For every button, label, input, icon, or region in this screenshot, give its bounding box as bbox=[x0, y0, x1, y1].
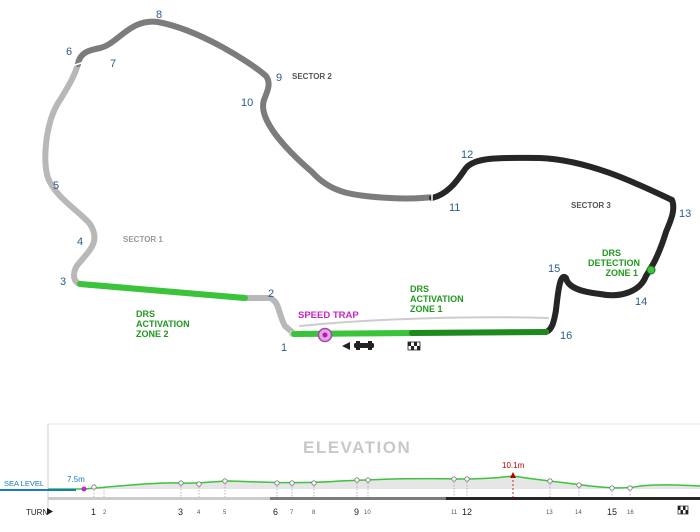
drs-zone-2-label: DRS ACTIVATION ZONE 2 bbox=[136, 309, 190, 339]
sector-1-label: SECTOR 1 bbox=[123, 235, 163, 244]
elevation-start-value: 7.5m bbox=[67, 475, 85, 484]
axis-turn-number: 2 bbox=[103, 510, 107, 516]
axis-turn-number: 16 bbox=[627, 510, 634, 516]
elevation-max-marker bbox=[510, 472, 516, 478]
drs-detection-label: DRS DETECTION ZONE 1 bbox=[588, 248, 640, 278]
sector-2-label: SECTOR 2 bbox=[292, 72, 332, 81]
axis-turn-number: 15 bbox=[607, 507, 617, 517]
drs-label-line: DRS bbox=[602, 248, 621, 258]
race-direction-icon bbox=[342, 341, 374, 350]
elevation-turn-dots bbox=[91, 476, 633, 491]
sea-level-label: SEA LEVEL bbox=[4, 479, 44, 488]
turn-label: 15 bbox=[548, 263, 560, 275]
turn-label: 5 bbox=[53, 180, 59, 192]
turn-label: 4 bbox=[77, 236, 83, 248]
speed-trap-label: SPEED TRAP bbox=[298, 310, 359, 321]
turn-axis-label: TURN bbox=[26, 508, 48, 517]
elevation-start-marker bbox=[81, 486, 87, 492]
axis-turn-number: 9 bbox=[354, 507, 359, 517]
axis-turn-number: 4 bbox=[197, 510, 201, 516]
axis-turn-number: 5 bbox=[223, 510, 227, 516]
drs-label-line: DRS bbox=[410, 284, 429, 294]
track bbox=[42, 18, 677, 337]
turn-label: 7 bbox=[110, 58, 116, 70]
elevation-baseline-s1 bbox=[48, 497, 270, 500]
turn-label: 12 bbox=[461, 149, 473, 161]
elevation-fill bbox=[48, 476, 700, 489]
axis-turn-number: 10 bbox=[364, 510, 371, 516]
axis-turn-number: 1 bbox=[91, 507, 96, 517]
drs-detection-marker bbox=[646, 265, 656, 275]
axis-turn-number: 14 bbox=[575, 510, 582, 516]
drs-label-line: ACTIVATION bbox=[410, 294, 464, 304]
axis-turn-number: 8 bbox=[312, 510, 316, 516]
drs-label-line: DETECTION bbox=[588, 258, 640, 268]
elevation-baseline-s2 bbox=[270, 497, 446, 500]
sector-3-label: SECTOR 3 bbox=[571, 201, 611, 210]
drs-zone-1-label: DRS ACTIVATION ZONE 1 bbox=[410, 284, 464, 314]
turn-label: 10 bbox=[241, 97, 253, 109]
sector-boundary-1 bbox=[71, 61, 85, 67]
turn-axis-arrow-icon bbox=[47, 508, 53, 515]
pit-lane bbox=[299, 316, 549, 327]
elevation-title: ELEVATION bbox=[303, 438, 411, 457]
drs-label-line: ZONE 2 bbox=[136, 329, 169, 339]
elevation-baseline-s3 bbox=[446, 497, 700, 500]
elevation-profile-line bbox=[48, 475, 700, 490]
turn-label: 8 bbox=[156, 9, 162, 21]
elevation-max-value: 10.1m bbox=[502, 461, 525, 470]
elevation-panel: ELEVATION SEA LEVEL 7.5m 10.1m bbox=[0, 423, 700, 517]
turn-label: 9 bbox=[276, 72, 282, 84]
track-sector-2 bbox=[75, 18, 435, 202]
turn-label: 3 bbox=[60, 276, 66, 288]
elevation-finish-flag-icon bbox=[677, 505, 689, 515]
axis-turn-number: 7 bbox=[290, 510, 294, 516]
turn-label: 13 bbox=[679, 208, 691, 220]
axis-turn-number: 11 bbox=[451, 510, 458, 516]
turn-label: 6 bbox=[66, 46, 72, 58]
track-sector-1 bbox=[42, 61, 295, 335]
axis-turn-number: 6 bbox=[273, 507, 278, 517]
drs-zone-2-overlay bbox=[77, 281, 248, 301]
drs-label-line: ZONE 1 bbox=[605, 268, 638, 278]
drs-zone-1-overlay-dark bbox=[409, 329, 549, 336]
speed-trap-marker-inner bbox=[322, 332, 328, 338]
axis-turn-number: 13 bbox=[546, 510, 553, 516]
drs-label-line: DRS bbox=[136, 309, 155, 319]
axis-turn-number: 12 bbox=[462, 507, 472, 517]
axis-turn-number: 3 bbox=[178, 507, 183, 517]
turn-label: 1 bbox=[281, 342, 287, 354]
turn-label: 14 bbox=[635, 296, 647, 308]
turn-label: 16 bbox=[560, 330, 572, 342]
track-sector-3 bbox=[429, 154, 677, 335]
turn-label: 11 bbox=[449, 202, 460, 214]
checkered-flag-icon bbox=[407, 341, 421, 351]
turn-numbers: 1 2 3 4 5 6 7 8 9 10 11 12 13 14 15 16 bbox=[53, 9, 691, 354]
drs-label-line: ZONE 1 bbox=[410, 304, 443, 314]
turn-label: 2 bbox=[268, 288, 274, 300]
drs-zone-1-overlay bbox=[291, 330, 415, 337]
drs-label-line: ACTIVATION bbox=[136, 319, 190, 329]
